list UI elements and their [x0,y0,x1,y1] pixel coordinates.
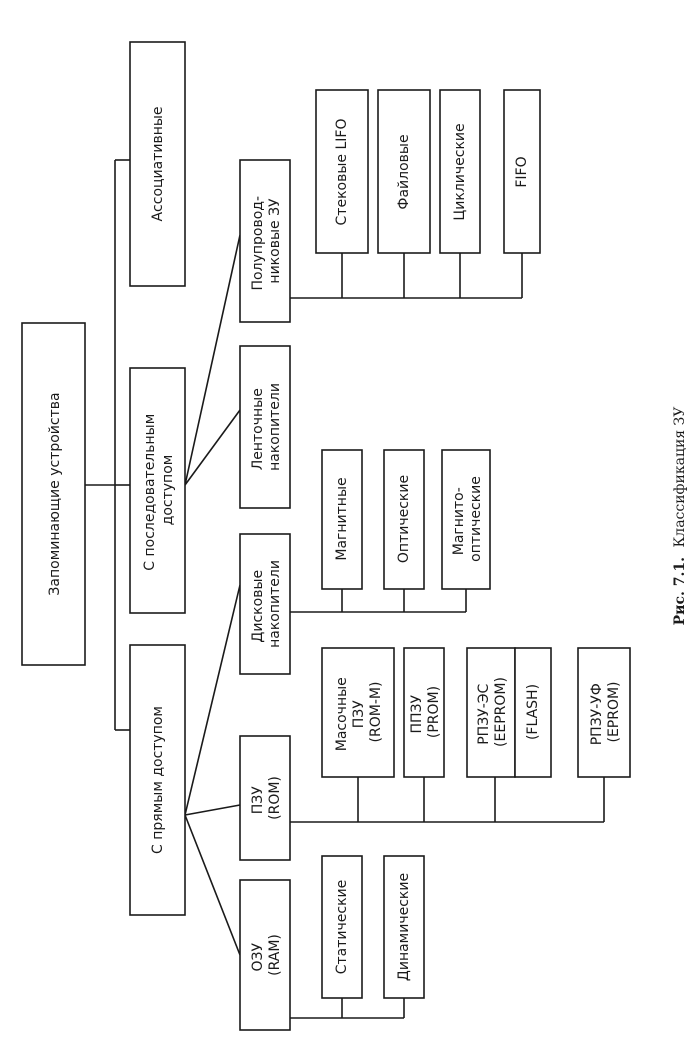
node-associative-label: Ассоциативные [150,106,166,221]
node-fifo: FIFO [503,89,541,254]
node-disk: Дисковые накопители [239,533,291,675]
node-root-label: Запоминающие устройства [47,392,63,595]
node-mask-rom: Масочные ПЗУ (ROM-M) [321,647,395,778]
node-eeprom-label: РПЗУ-ЭС (EEPROM) [476,677,509,747]
connectors [85,159,605,1019]
node-sequential: С последовательным доступом [129,367,186,614]
node-sequential-label: С последовательным доступом [142,409,176,570]
node-magnetic-label: Магнитные [334,477,350,560]
node-cyclic-label: Циклические [452,123,468,220]
node-flash-label: (FLASH) [525,684,541,740]
node-tape-label: Ленточные накопители [250,383,283,471]
node-magneto-optical: Магнито- оптические [441,449,491,590]
node-flash: (FLASH) [514,647,552,778]
node-prom-label: ППЗУ (PROM) [409,686,442,738]
node-rom-label: ПЗУ (ROM) [250,776,283,820]
svg-text:Рис. 7.1. Классификация: Рис. 7.1. Классификация ЗУ [672,407,688,626]
node-eprom-label: РПЗУ-УФ (EPROM) [589,679,622,746]
node-static-label: Статические [334,880,350,975]
node-file-label: Файловые [396,134,412,209]
node-semiconductor-label: Полупровод- никовые ЗУ [250,192,283,291]
node-dynamic: Динамические [383,855,425,999]
node-ram-label: ОЗУ (RAM) [250,934,283,976]
node-semiconductor: Полупровод- никовые ЗУ [239,159,291,323]
node-dynamic-label: Динамические [396,873,412,981]
node-cyclic: Циклические [439,89,481,254]
node-lifo: Стековые LIFO [315,89,369,254]
node-static: Статические [321,855,363,999]
node-associative: Ассоциативные [129,41,186,287]
node-rom: ПЗУ (ROM) [239,735,291,861]
node-tape: Ленточные накопители [239,345,291,509]
node-file: Файловые [377,89,431,254]
node-root: Запоминающие устройства [21,322,86,666]
node-mask-rom-label: Масочные ПЗУ (ROM-M) [334,673,384,751]
figure-caption: Рис. 7.1. Классификация ЗУ [672,407,688,626]
node-disk-label: Дисковые накопители [250,560,283,648]
node-fifo-label: FIFO [514,156,530,187]
node-magnetic: Магнитные [321,449,363,590]
node-magneto-optical-label: Магнито- оптические [451,476,484,562]
node-eeprom: РПЗУ-ЭС (EEPROM) [466,647,516,778]
caption-text: Классификация ЗУ [672,407,688,548]
node-lifo-label: Стековые LIFO [334,119,350,226]
node-optical: Оптические [383,449,425,590]
node-ram: ОЗУ (RAM) [239,879,291,1031]
node-direct: С прямым доступом [129,644,186,916]
node-eprom: РПЗУ-УФ (EPROM) [577,647,631,778]
node-direct-label: С прямым доступом [150,706,166,854]
node-prom: ППЗУ (PROM) [403,647,445,778]
node-optical-label: Оптические [396,475,412,563]
caption-label: Рис. 7.1. [672,557,688,625]
